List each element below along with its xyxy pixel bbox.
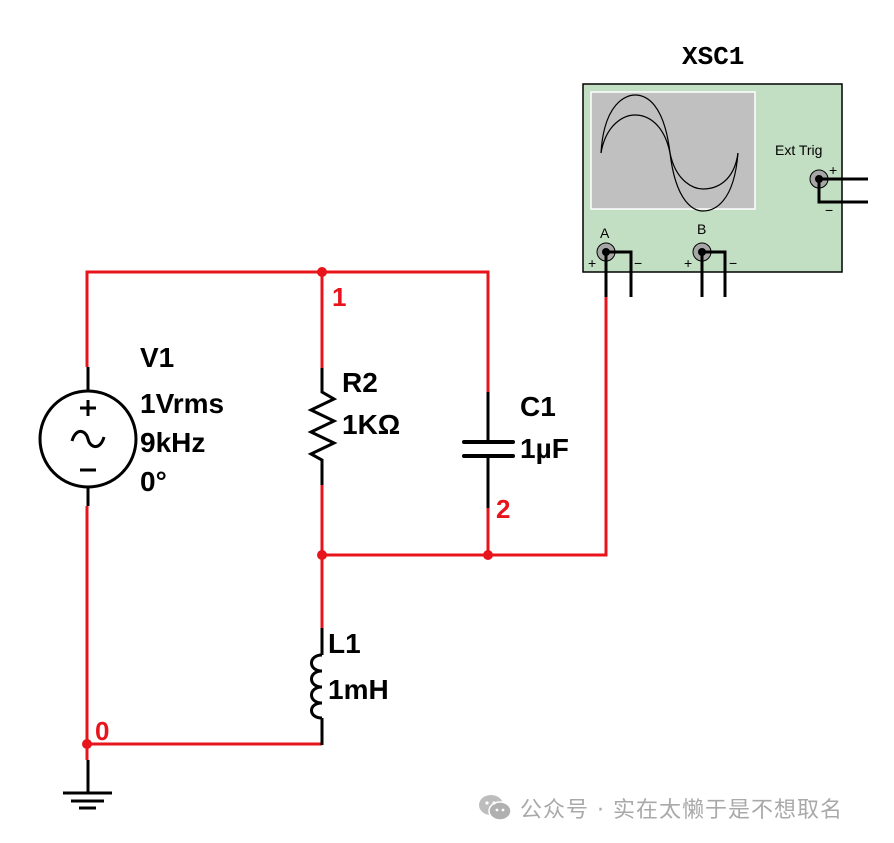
inductor-value: 1mH xyxy=(328,674,389,705)
waveform-trace-small xyxy=(600,114,739,190)
channel-a-terminal[interactable] xyxy=(596,242,633,297)
wire-node2-bottom[interactable] xyxy=(322,297,608,557)
source-frequency: 9kHz xyxy=(140,427,205,458)
inductor-ref: L1 xyxy=(328,628,361,659)
wechat-icon xyxy=(478,793,512,823)
oscilloscope-ref: XSC1 xyxy=(682,42,744,72)
source-ref: V1 xyxy=(140,342,174,373)
capacitor-ref: C1 xyxy=(520,391,556,422)
waveform-traces xyxy=(600,94,739,212)
channel-b-plus: + xyxy=(684,255,692,271)
junction-dot xyxy=(483,550,493,560)
junction-dot xyxy=(317,550,327,560)
ground-icon[interactable] xyxy=(63,760,112,810)
inductor-icon[interactable] xyxy=(310,628,324,745)
ac-voltage-source-icon[interactable] xyxy=(38,367,138,506)
capacitor-icon[interactable] xyxy=(462,392,515,508)
channel-a-plus: + xyxy=(588,255,596,271)
source-amplitude: 1Vrms xyxy=(140,388,224,419)
oscilloscope[interactable]: A + − B + − Ext Trig + − xyxy=(582,83,868,297)
watermark: 公众号 · 实在太懒于是不想取名 xyxy=(478,790,843,826)
resistor-value: 1KΩ xyxy=(342,409,400,440)
junction-dot xyxy=(317,267,327,277)
channel-b-terminal[interactable] xyxy=(692,242,727,297)
channel-a-label: A xyxy=(600,225,610,241)
resistor-ref: R2 xyxy=(342,367,378,398)
node-label-1: 1 xyxy=(332,282,346,312)
node-label-2: 2 xyxy=(496,494,510,524)
ext-trig-terminal[interactable] xyxy=(809,169,868,204)
capacitor-value: 1µF xyxy=(520,433,569,464)
channel-b-minus: − xyxy=(729,255,737,271)
channel-b-label: B xyxy=(697,221,706,237)
ext-trig-label: Ext Trig xyxy=(775,142,822,158)
ext-trig-plus: + xyxy=(829,162,837,178)
junction-dot xyxy=(82,739,92,749)
wire-node0[interactable] xyxy=(85,506,322,746)
channel-a-minus: − xyxy=(634,255,642,271)
watermark-text: 公众号 · 实在太懒于是不想取名 xyxy=(520,798,843,823)
node-label-0: 0 xyxy=(95,716,109,746)
oscilloscope-screen xyxy=(590,91,756,210)
junctions xyxy=(82,267,493,749)
source-phase: 0° xyxy=(140,466,167,497)
wire-node1-top[interactable] xyxy=(85,270,490,392)
resistor-icon[interactable] xyxy=(307,368,338,485)
ext-trig-minus: − xyxy=(825,202,833,218)
